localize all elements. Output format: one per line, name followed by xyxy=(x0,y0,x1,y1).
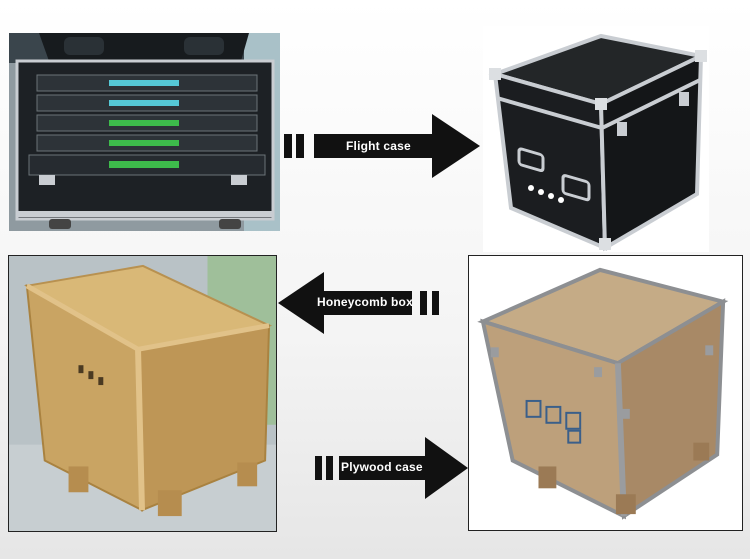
left-arrow-icon xyxy=(278,272,439,334)
open-flight-case-photo xyxy=(9,33,280,231)
plywood-case-arrow: Plywood case xyxy=(315,437,468,499)
right-arrow-icon xyxy=(284,114,480,178)
flight-case-arrow: Flight case xyxy=(284,114,480,178)
honeycomb-box-photo xyxy=(8,255,277,532)
honeycomb-box-image xyxy=(9,256,276,531)
plywood-case-image xyxy=(477,267,729,520)
honeycomb-box-label: Honeycomb box xyxy=(317,295,413,309)
closed-flight-case-photo xyxy=(483,26,709,252)
open-flight-case-image xyxy=(9,33,280,231)
flight-case-label: Flight case xyxy=(346,139,411,153)
closed-flight-case-image xyxy=(488,33,708,252)
honeycomb-box-arrow: Honeycomb box xyxy=(278,272,440,334)
right-arrow-icon xyxy=(315,437,468,499)
plywood-case-photo xyxy=(468,255,743,531)
plywood-case-label: Plywood case xyxy=(341,460,423,474)
